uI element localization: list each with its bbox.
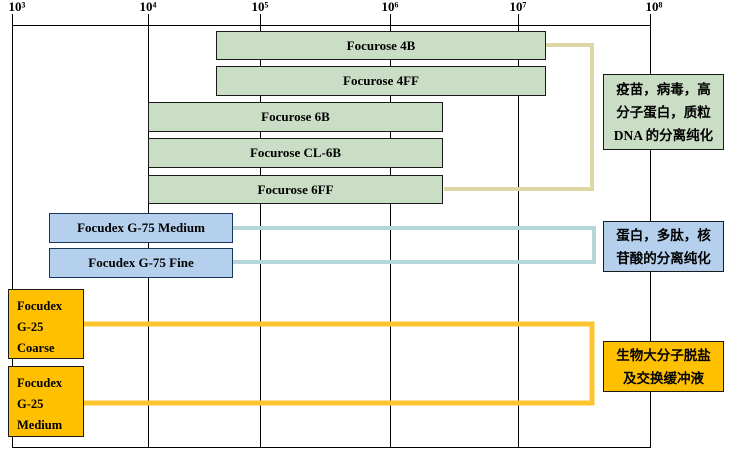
annotation-text: 蛋白，多肽，核 苷酸的分离纯化: [616, 227, 711, 266]
bar-label-line: G-25: [17, 320, 44, 334]
annotation-agarose-uses: 疫苗，病毒，高 分子蛋白，质粒 DNA 的分离纯化: [603, 74, 724, 150]
bar-focudex-g75-medium: Focudex G-75 Medium: [49, 213, 233, 243]
bar-label-line: Medium: [17, 418, 63, 432]
bar-focurose-4ff: Focurose 4FF: [216, 66, 546, 96]
axis-tick-label: 10³: [8, 0, 26, 14]
bar-focurose-6b: Focurose 6B: [148, 102, 443, 132]
axis-tick-10-8: [650, 14, 651, 25]
bar-label-line: Focudex: [17, 376, 63, 390]
bar-label: Focudex G-75 Fine: [88, 255, 194, 270]
bar-focurose-4b: Focurose 4B: [216, 31, 546, 60]
bar-label-line: Coarse: [17, 341, 55, 355]
bar-label: Focurose 6FF: [257, 181, 334, 197]
bar-label: Focurose 4B: [346, 37, 416, 53]
bar-label-line: Focudex: [17, 299, 63, 313]
axis-tick-10-6: [390, 14, 391, 25]
axis-tick-10-3: [12, 14, 13, 25]
bar-focudex-g75-fine: Focudex G-75 Fine: [49, 248, 233, 278]
bar-label-line: G-25: [17, 397, 44, 411]
bar-focudex-g25-coarse: Focudex G-25 Coarse: [8, 289, 84, 359]
axis-tick-label: 10⁷: [509, 0, 527, 14]
axis-tick-label: 10⁵: [251, 0, 269, 14]
axis-tick-10-4: [148, 14, 149, 25]
axis-tick-label: 10⁸: [645, 0, 663, 14]
bar-focurose-cl-6b: Focurose CL-6B: [148, 138, 443, 168]
bar-label: Focurose 4FF: [343, 73, 419, 88]
axis-tick-label: 10⁴: [139, 0, 157, 14]
axis-tick-10-7: [518, 14, 519, 25]
axis-tick-10-5: [260, 14, 261, 25]
annotation-g25-uses: 生物大分子脱盐 及交换缓冲液: [603, 341, 724, 392]
bar-label: Focurose CL-6B: [249, 145, 342, 160]
annotation-text: 生物大分子脱盐 及交换缓冲液: [616, 347, 711, 386]
annotation-g75-uses: 蛋白，多肽，核 苷酸的分离纯化: [603, 221, 724, 272]
bar-label: Focudex G-75 Medium: [77, 220, 205, 235]
bar-focudex-g25-medium: Focudex G-25 Medium: [8, 366, 84, 437]
bar-label: Focurose 6B: [261, 109, 330, 124]
axis-tick-label: 10⁶: [381, 0, 399, 14]
bar-focurose-6ff: Focurose 6FF: [148, 175, 443, 204]
annotation-text: 疫苗，病毒，高 分子蛋白，质粒 DNA 的分离纯化: [613, 81, 714, 143]
